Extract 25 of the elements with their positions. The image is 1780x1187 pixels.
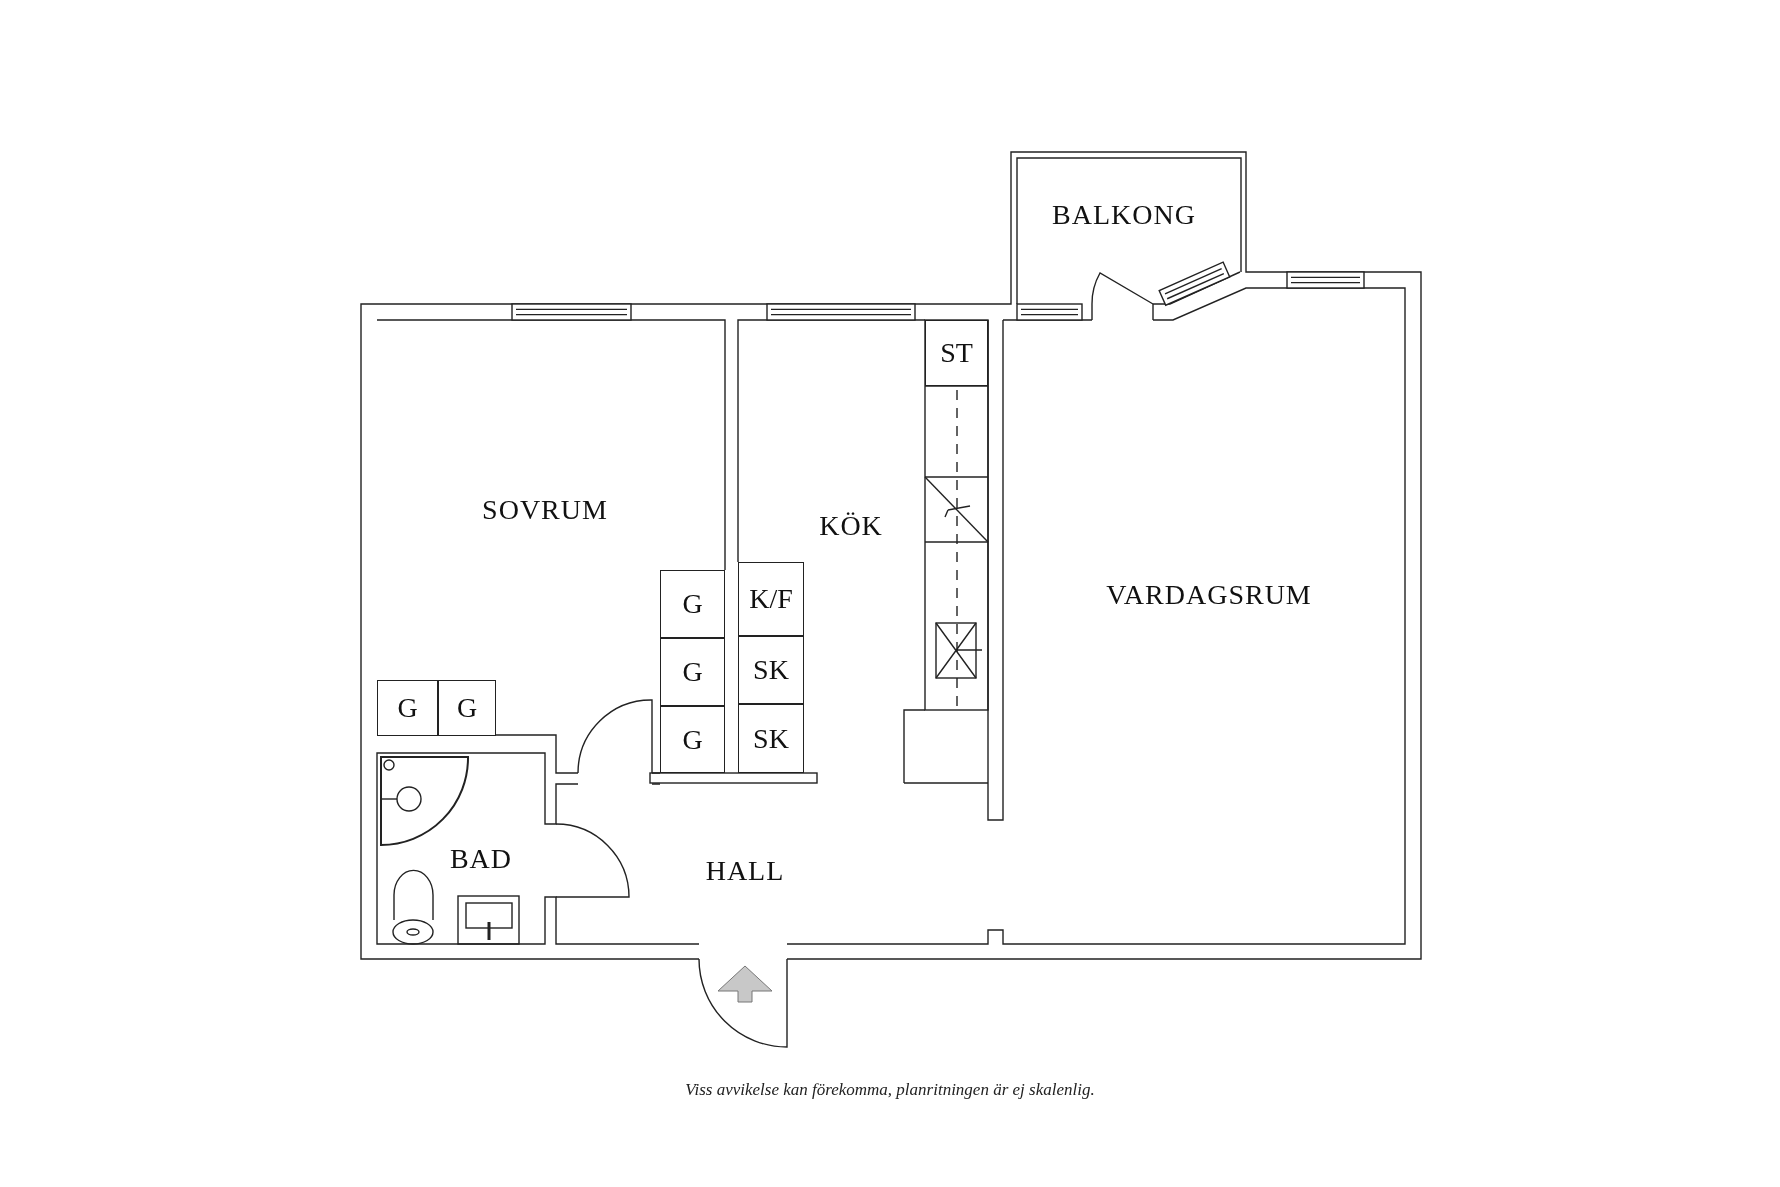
unit-code: G: [682, 656, 703, 688]
unit-code: G: [397, 692, 418, 724]
storage-unit: [738, 636, 804, 704]
storage-unit: [660, 638, 725, 706]
room-label: BAD: [449, 843, 513, 875]
room-label: HALL: [705, 855, 785, 887]
storage-unit: [925, 320, 988, 386]
storage-unit: [377, 680, 438, 736]
storage-unit: [660, 570, 725, 638]
storage-unit: [660, 706, 725, 773]
room-label: KÖK: [819, 510, 883, 542]
unit-code: SK: [753, 654, 789, 686]
unit-code: ST: [940, 337, 973, 369]
storage-unit: [738, 562, 804, 636]
unit-code: G: [682, 723, 703, 756]
disclaimer-caption: Viss avvikelse kan förekomma, planritningen är ej skalenlig.: [685, 1080, 1095, 1099]
unit-code: K/F: [749, 583, 793, 615]
room-label: SOVRUM: [482, 494, 608, 526]
unit-code: G: [682, 588, 703, 620]
storage-unit: [738, 704, 804, 773]
unit-code: G: [456, 692, 478, 724]
storage-unit: [438, 680, 496, 736]
room-label: BALKONG: [1052, 199, 1196, 231]
room-label: VARDAGSRUM: [1106, 579, 1312, 611]
unit-code: SK: [753, 722, 789, 755]
